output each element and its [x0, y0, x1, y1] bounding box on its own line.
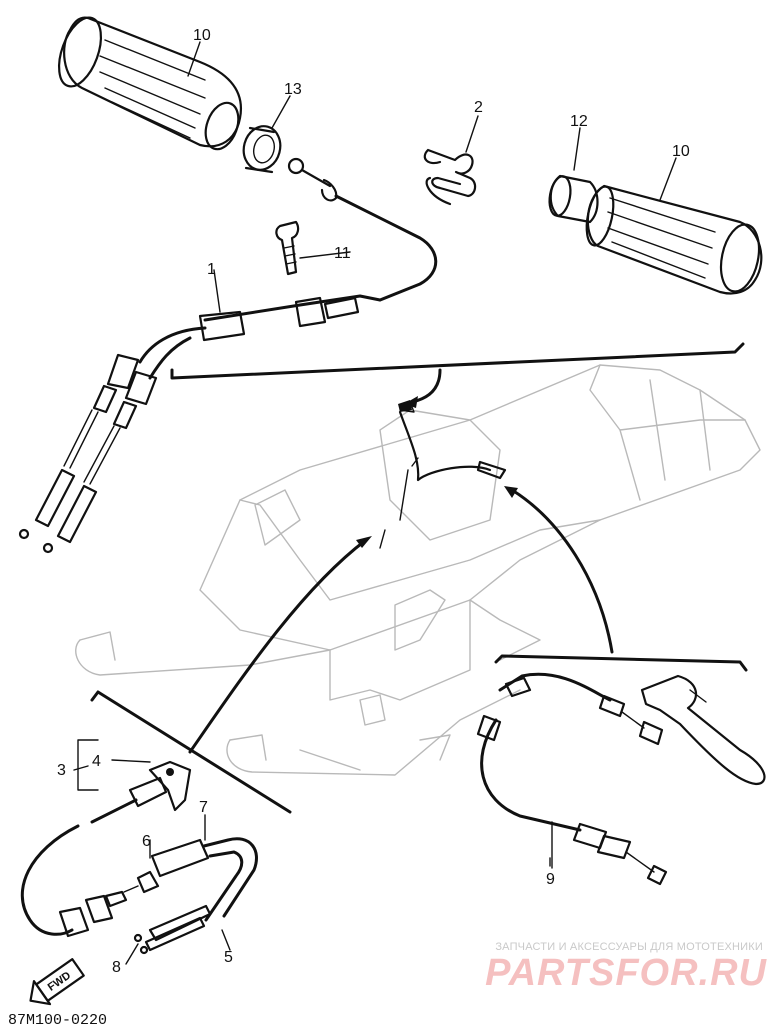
watermark-caption: ЗАПЧАСТИ И АКСЕССУАРЫ ДЛЯ МОТОТЕХНИКИ — [495, 941, 763, 953]
forward-arrow-icon: FWD — [29, 958, 85, 1006]
handlebar-grip-right — [585, 184, 763, 295]
spring-clip — [423, 148, 477, 206]
brake-cable-assembly — [476, 672, 766, 886]
callout-12: 12 — [570, 113, 588, 130]
section-dividers — [90, 342, 748, 814]
callout-3: 3 — [57, 762, 66, 779]
drawing-code: 87M100-0220 — [8, 1012, 107, 1029]
callout-5: 5 — [224, 949, 233, 966]
callout-6: 6 — [142, 833, 151, 850]
callout-1: 1 — [207, 261, 216, 278]
forward-marker-label: FWD — [46, 970, 73, 994]
part-callouts: 10 13 2 12 10 11 1 3 4 7 6 9 5 8 — [57, 27, 690, 976]
grip-collar-ring-right — [548, 174, 599, 224]
leader-lines — [73, 41, 677, 1017]
callout-2: 2 — [474, 99, 483, 116]
callout-11: 11 — [334, 245, 351, 262]
callout-10-right: 10 — [672, 143, 690, 160]
callout-7: 7 — [199, 799, 208, 816]
callout-13: 13 — [284, 81, 302, 98]
handlebar-grip-left — [57, 16, 243, 151]
callout-10-left: 10 — [193, 27, 211, 44]
throttle-housing-assembly — [20, 739, 258, 955]
routing-arrows — [188, 368, 614, 754]
watermark-logo: PARTSFOR.RU — [485, 952, 767, 994]
grip-collar-ring — [242, 125, 282, 174]
callout-9: 9 — [546, 871, 555, 888]
mounting-bolt — [275, 220, 351, 276]
callout-8: 8 — [112, 959, 121, 976]
throttle-cable-assembly — [18, 157, 438, 554]
callout-4: 4 — [92, 753, 101, 770]
snowmobile-outline — [75, 364, 761, 776]
